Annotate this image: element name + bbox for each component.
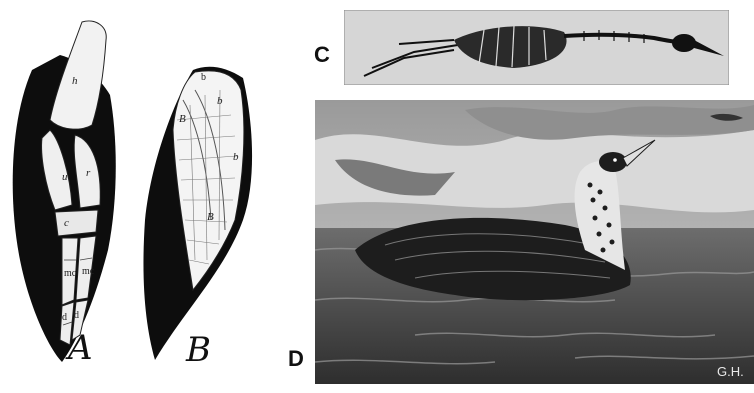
- bone-label-d: d: [62, 312, 67, 323]
- bone-label-b-top: b: [201, 72, 206, 83]
- panel-d-letter: D: [288, 346, 304, 372]
- bone-label-r: r: [86, 167, 91, 179]
- panel-a-letter: A: [68, 328, 93, 368]
- bone-label-B: B: [179, 113, 186, 125]
- bone-label-B-lower: B: [207, 211, 214, 223]
- panel-a-flipper-skeleton: h u r c mc mc d d: [0, 0, 140, 370]
- panel-c-fossil-skeleton: [344, 10, 729, 85]
- bone-label-mc-2: mc: [82, 266, 95, 277]
- panel-c-letter: C: [314, 42, 330, 68]
- bone-label-mc: mc: [64, 268, 77, 279]
- panel-d-swimming-bird-illustration: G.H.: [315, 100, 754, 384]
- bone-label-b-right: b: [233, 151, 239, 163]
- artist-signature: G.H.: [717, 364, 744, 379]
- panel-b-wing-drawing: b b B b B: [135, 60, 270, 370]
- panel-b-letter: B: [186, 330, 211, 370]
- bone-label-h: h: [72, 75, 78, 87]
- bone-label-c: c: [64, 217, 69, 229]
- bone-label-b: b: [217, 95, 223, 107]
- bone-label-d-2: d: [74, 310, 79, 321]
- bone-label-u: u: [62, 171, 68, 183]
